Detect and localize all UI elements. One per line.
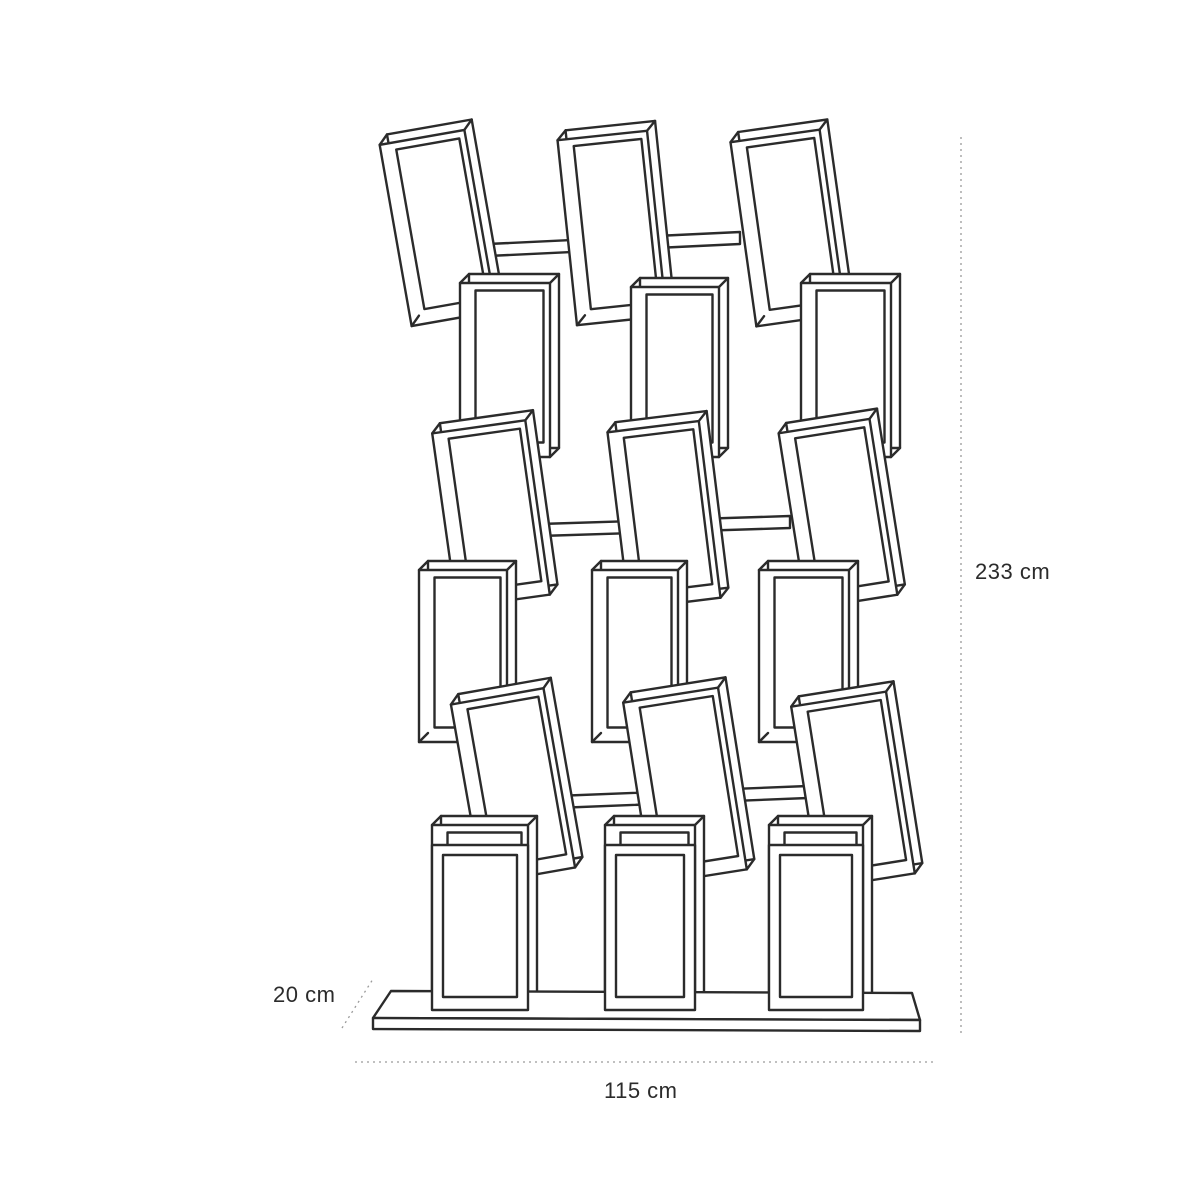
- box-edge-7-2: [524, 408, 535, 422]
- base-plate-front: [371, 1016, 922, 1033]
- box-edge-13-2: [542, 676, 552, 690]
- box-edge-16-2: [526, 814, 539, 827]
- shelf-unit: [371, 118, 924, 1033]
- box-edge-4-1: [458, 272, 471, 285]
- box-edge-18-2: [861, 814, 874, 827]
- box-edge-15-2: [884, 680, 895, 693]
- box-opening-14: [638, 694, 740, 869]
- box-edge-2-4: [575, 314, 587, 327]
- box-edge-15-1: [789, 695, 800, 708]
- box-edge-12-2: [847, 559, 860, 572]
- box-edge-3-2: [818, 118, 829, 131]
- box-opening-7: [447, 427, 543, 593]
- base-box-front-2: [603, 843, 697, 1012]
- box-edge-6-3: [889, 446, 902, 459]
- box-edge-9-2: [868, 407, 879, 421]
- box-edge-17-1: [603, 814, 616, 827]
- box-opening-9: [793, 426, 890, 594]
- box-edge-6-2: [889, 272, 902, 285]
- box-edge-2-1: [556, 129, 567, 142]
- base-box-front-1: [430, 843, 530, 1012]
- box-edge-18-1: [767, 814, 780, 827]
- box-edge-7-1: [431, 422, 442, 435]
- box-edge-17-2: [693, 814, 706, 827]
- box-opening-4: [474, 289, 545, 444]
- box-edge-16-1: [430, 814, 443, 827]
- box-edge-6-1: [799, 272, 812, 285]
- box-edge-4-3: [548, 446, 561, 459]
- box-edge-1-2: [463, 118, 473, 132]
- box-edge-1-1: [378, 133, 389, 147]
- box-edge-1-4: [410, 314, 421, 328]
- box-edge-2-2: [645, 119, 657, 133]
- box-edge-3-4: [755, 314, 766, 328]
- box-edge-7-3: [548, 583, 559, 596]
- base-box-opening-1: [441, 853, 519, 999]
- box-edge-10-4: [417, 731, 430, 744]
- box-edge-4-2: [548, 272, 561, 285]
- box-edge-8-3: [719, 586, 730, 599]
- box-edge-9-3: [896, 583, 907, 596]
- height-label: 233 cm: [975, 559, 1051, 584]
- box-edge-11-2: [676, 559, 689, 572]
- box-edge-10-2: [505, 559, 518, 572]
- box-edge-9-1: [777, 421, 788, 435]
- depth-dimension-line: [341, 978, 374, 1029]
- base-box-front-3: [767, 843, 865, 1012]
- box-edge-14-3: [745, 857, 756, 871]
- box-edge-13-3: [573, 855, 584, 869]
- box-edge-14-2: [716, 676, 727, 689]
- base-box-opening-3: [778, 853, 854, 999]
- box-edge-3-1: [729, 130, 740, 144]
- box-edge-10-1: [417, 559, 430, 572]
- box-opening-6: [815, 289, 886, 444]
- box-edge-11-4: [590, 731, 603, 744]
- base-box-opening-2: [614, 853, 686, 999]
- width-label: 115 cm: [604, 1078, 678, 1103]
- box-edge-5-1: [629, 276, 642, 289]
- box-edge-15-3: [913, 861, 924, 875]
- box-edge-5-3: [717, 446, 730, 459]
- box-edge-12-1: [757, 559, 770, 572]
- depth-label: 20 cm: [273, 982, 336, 1007]
- box-opening-5: [645, 293, 714, 444]
- box-edge-12-4: [757, 731, 770, 744]
- box-opening-8: [622, 428, 714, 594]
- box-opening-13: [466, 695, 568, 869]
- box-edge-13-1: [449, 692, 460, 706]
- box-edge-8-1: [606, 421, 617, 434]
- box-edge-5-2: [717, 276, 730, 289]
- box-edge-14-1: [621, 691, 632, 704]
- box-edge-8-2: [697, 409, 708, 423]
- box-edge-11-1: [590, 559, 603, 572]
